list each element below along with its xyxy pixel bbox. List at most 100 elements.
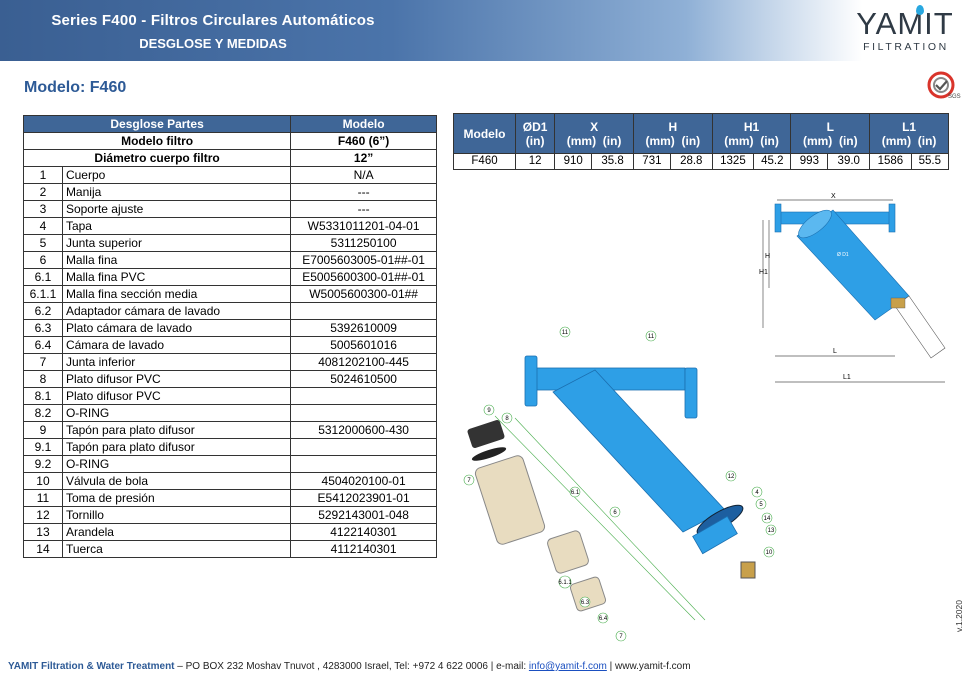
- dims-x-header: X (mm) (in): [554, 113, 634, 154]
- callout-8: 8: [505, 416, 509, 422]
- parts-cell-num: 7: [23, 353, 63, 371]
- sgs-certification-icon: [927, 71, 955, 99]
- parts-cell-num: 14: [23, 540, 63, 558]
- parts-header-left: Desglose Partes: [22, 115, 292, 133]
- parts-cell-code: E5412023901-01: [290, 489, 437, 507]
- parts-cell-name: Tornillo: [61, 506, 292, 524]
- parts-cell-name: Tapa: [61, 217, 292, 235]
- parts-cell-num: 6.1.1: [23, 285, 63, 303]
- dims-l1-mm: 1586: [869, 153, 912, 170]
- parts-cell-num: 11: [23, 489, 63, 507]
- water-drop-icon: [916, 5, 924, 15]
- diameter-value: 12”: [290, 149, 437, 167]
- parts-cell-code: 5024610500: [290, 370, 437, 388]
- parts-cell-num: 6.2: [23, 302, 63, 320]
- callout-11a: 11: [562, 330, 569, 336]
- callout-6-1-1: 6.1.1: [558, 580, 572, 586]
- parts-cell-num: 2: [23, 183, 63, 201]
- parts-cell-code: ---: [290, 183, 437, 201]
- l1-unit-in: (in): [917, 133, 937, 148]
- parts-cell-code: 4081202100-445: [290, 353, 437, 371]
- parts-cell-name: Plato difusor PVC: [61, 387, 292, 405]
- parts-cell-name: Válvula de bola: [61, 472, 292, 490]
- dims-d1: 12: [515, 153, 556, 170]
- dims-model-header: Modelo: [452, 113, 517, 154]
- parts-cell-code: [290, 438, 437, 456]
- callout-7a: 7: [467, 478, 471, 484]
- parts-cell-code: [290, 302, 437, 320]
- parts-cell-code: 4122140301: [290, 523, 437, 541]
- parts-cell-num: 6.1: [23, 268, 63, 286]
- parts-cell-code: ---: [290, 200, 437, 218]
- footer-brand: YAMIT Filtration & Water Treatment: [8, 661, 175, 672]
- parts-cell-code: E5005600300-01##-01: [290, 268, 437, 286]
- parts-cell-code: [290, 387, 437, 405]
- exploded-view-diagram: 11 11 9 8 7 6.1 6 12 4 5 14 13 10 6.1.1 …: [463, 326, 777, 642]
- dims-h-header: H (mm) (in): [632, 113, 713, 154]
- dimensions-table: Modelo ØD1 (in) X (mm) (in) H (mm) (in) …: [452, 113, 950, 170]
- dims-l-header: L (mm) (in): [790, 113, 871, 154]
- parts-cell-code: 5312000600-430: [290, 421, 437, 439]
- parts-cell-name: Cámara de lavado: [61, 336, 292, 354]
- parts-cell-name: O-RING: [61, 455, 292, 473]
- footer: YAMIT Filtration & Water Treatment – PO …: [8, 661, 691, 672]
- parts-cell-name: Tapón para plato difusor: [61, 438, 292, 456]
- parts-cell-num: 13: [23, 523, 63, 541]
- dim-x-label: X: [831, 193, 836, 200]
- dim-l1-label: L1: [843, 374, 851, 381]
- parts-cell-name: Plato cámara de lavado: [61, 319, 292, 337]
- dims-d1-header: ØD1 (in): [515, 113, 556, 154]
- callout-7b: 7: [619, 634, 623, 640]
- version-label: v.1.2020: [954, 600, 964, 632]
- x-unit-in: (in): [602, 133, 622, 148]
- parts-cell-code: [290, 455, 437, 473]
- footer-website[interactable]: | www.yamit-f.com: [606, 661, 691, 672]
- model-title: Modelo: F460: [24, 79, 127, 96]
- parts-cell-code: W5005600300-01##: [290, 285, 437, 303]
- parts-cell-name: Malla fina: [61, 251, 292, 269]
- parts-cell-name: Tuerca: [61, 540, 292, 558]
- dims-h1-mm: 1325: [711, 153, 755, 170]
- filter-model-label: Modelo filtro: [22, 132, 292, 150]
- parts-cell-name: Adaptador cámara de lavado: [61, 302, 292, 320]
- dims-model: F460: [452, 153, 517, 170]
- h-unit-in: (in): [681, 133, 701, 148]
- parts-cell-name: Junta inferior: [61, 353, 292, 371]
- footer-address: – PO BOX 232 Moshav Tnuvot , 4283000 Isr…: [174, 661, 529, 672]
- dim-d1-label: Ø D1: [837, 252, 849, 258]
- dims-l1-header: L1 (mm) (in): [869, 113, 949, 154]
- footer-email-link[interactable]: info@yamit-f.com: [528, 661, 607, 672]
- page-title: Series F400 - Filtros Circulares Automát…: [51, 12, 375, 29]
- parts-cell-name: Toma de presión: [61, 489, 292, 507]
- dims-h1-header: H1 (mm) (in): [711, 113, 792, 154]
- h1-label: H1: [743, 119, 760, 134]
- filter-model-value: F460 (6”): [290, 132, 437, 150]
- h1-unit-in: (in): [760, 133, 779, 148]
- d1-label: ØD1: [522, 119, 548, 134]
- parts-cell-name: Malla fina PVC: [61, 268, 292, 286]
- parts-cell-code: 4112140301: [290, 540, 437, 558]
- dims-x-in: 35.8: [591, 153, 634, 170]
- yamit-logo-sub: FILTRATION: [863, 41, 949, 53]
- d1-unit: (in): [525, 133, 545, 148]
- parts-cell-code: 5292143001-048: [290, 506, 437, 524]
- callout-10: 10: [766, 550, 773, 556]
- parts-cell-num: 8: [23, 370, 63, 388]
- dims-h-in: 28.8: [669, 153, 713, 170]
- callout-6-4: 6.4: [599, 616, 608, 622]
